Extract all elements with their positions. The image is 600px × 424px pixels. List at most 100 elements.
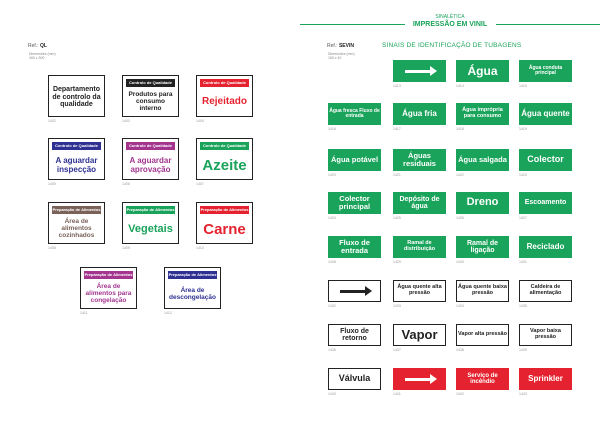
sign-code: 1432 xyxy=(328,304,336,308)
header-category: SINALÉTICA xyxy=(435,14,465,20)
arrow-right-icon xyxy=(404,373,437,384)
sign-1427: Escoamento xyxy=(519,192,572,214)
sign-1428: Fluxo de entrada xyxy=(328,236,381,258)
sign-header: Controlo de Qualidade xyxy=(126,79,175,87)
sign-1417: Água fria xyxy=(393,103,446,125)
sign-1415: Água conduta principal xyxy=(519,60,572,82)
sign-code: 1410 xyxy=(196,246,204,250)
sign-text: Águas residuais xyxy=(403,151,436,168)
arrow-right-icon xyxy=(404,65,437,76)
sign-text: Depósito de água xyxy=(399,195,440,210)
sign-code: 1416 xyxy=(328,127,336,131)
ref-code: SEVIN xyxy=(338,43,354,49)
sign-code: 1420 xyxy=(328,173,336,177)
sign-code: 1417 xyxy=(393,127,401,131)
sign-text: Água quente baixa pressão xyxy=(458,284,507,296)
sign-1414: Água xyxy=(456,60,509,82)
sign-code: 1411 xyxy=(80,311,88,315)
sign-1440: Válvula xyxy=(328,368,381,390)
sign-code: 1426 xyxy=(456,216,464,220)
sign-text: Serviço de incêndio xyxy=(467,372,498,385)
sign-text: Colector xyxy=(527,154,564,165)
sign-code: 1433 xyxy=(393,304,401,308)
sign-code: 1434 xyxy=(456,304,464,308)
sign-header: Preparação de Alimentos xyxy=(200,206,249,214)
left-ref: Ref.: QL xyxy=(28,43,47,49)
sign-1420: Água potável xyxy=(328,149,381,171)
sign-1443: Sprinkler xyxy=(519,368,572,390)
sign-1426: Dreno xyxy=(456,192,509,214)
arrow-right-icon xyxy=(339,285,372,296)
header-rule-left xyxy=(300,24,405,25)
sign-1419: Água quente xyxy=(519,103,572,125)
sign-text: Válvula xyxy=(338,373,371,384)
sign-code: 1406 xyxy=(122,182,130,186)
sign-header: Preparação de Alimentos xyxy=(168,271,217,279)
arrow-sign-1441 xyxy=(393,368,446,390)
sign-header: Controlo de Qualidade xyxy=(200,142,249,150)
sign-header: Controlo de Qualidade xyxy=(200,79,249,87)
sign-text: Água quente alta pressão xyxy=(397,284,442,296)
sign-text: Rejeitado xyxy=(201,96,247,108)
sign-code: 1428 xyxy=(328,260,336,264)
sign-1418: Água imprópria para consumo xyxy=(456,103,509,125)
sign-code: 1436 xyxy=(328,348,336,352)
sign-text: Departamento de controlo da qualidade xyxy=(52,86,101,109)
sign-code: 1427 xyxy=(519,216,527,220)
sign-code: 1440 xyxy=(328,392,336,396)
sign-1442: Serviço de incêndio xyxy=(456,368,509,390)
sign-header: Preparação de Alimentos xyxy=(84,271,133,279)
sign-1435: Caldeira de alimentação xyxy=(519,280,572,302)
sign-1430: Ramal de ligação xyxy=(456,236,509,258)
sign-code: 1413 xyxy=(393,84,401,88)
sign-1431: Reciclado xyxy=(519,236,572,258)
sign-text: A aguardar aprovação xyxy=(129,156,172,174)
sign-text: Ramal de distribuição xyxy=(403,240,436,252)
right-dimensions: Dimensões (mm)150 x 40 xyxy=(328,52,355,60)
sign-text: Vapor alta pressão xyxy=(458,331,507,338)
sign-code: 1405 xyxy=(48,182,56,186)
sign-code: 1431 xyxy=(519,260,527,264)
sign-text: Água fresca Fluxo de entrada xyxy=(329,107,380,119)
sign-code: 1435 xyxy=(519,304,527,308)
sign-text: Reciclado xyxy=(526,241,565,251)
sign-code: 1421 xyxy=(393,173,401,177)
sign-text: Área de alimentos cozinhados xyxy=(58,218,95,239)
sign-text: Ramal de ligação xyxy=(466,239,499,254)
sign-text: Escoamento xyxy=(524,199,567,207)
sign-1422: Água salgada xyxy=(456,149,509,171)
ref-code: QL xyxy=(39,43,47,49)
sign-text: Água imprópria para consumo xyxy=(462,107,503,119)
sign-code: 1425 xyxy=(393,216,401,220)
dim-value: 150 x 40 xyxy=(328,56,342,60)
sign-code: 1439 xyxy=(519,348,527,352)
sign-code: 1424 xyxy=(328,216,336,220)
sign-1421: Águas residuais xyxy=(393,149,446,171)
sign-code: 1437 xyxy=(393,348,401,352)
sign-1433: Água quente alta pressão xyxy=(393,280,446,302)
sign-code: 1402 xyxy=(48,119,56,123)
ref-label: Ref.: xyxy=(28,43,39,49)
sign-code: 1414 xyxy=(456,84,464,88)
sign-1439: Vapor baixa pressão xyxy=(519,324,572,346)
sign-1437: Vapor xyxy=(393,324,446,346)
sign-1425: Depósito de água xyxy=(393,192,446,214)
sign-text: Água xyxy=(467,63,498,78)
sign-text: Produtos para consumo interno xyxy=(128,91,173,112)
sign-header: Controlo de Qualidade xyxy=(52,142,101,150)
sign-text: Água quente xyxy=(521,108,570,118)
dim-label: Dimensões (mm) xyxy=(328,52,355,56)
sign-1429: Ramal de distribuição xyxy=(393,236,446,258)
sign-text: Vapor xyxy=(401,327,438,343)
sign-text: Área de descongelação xyxy=(169,286,216,301)
ref-label: Ref.: xyxy=(327,43,338,49)
sign-code: 1430 xyxy=(456,260,464,264)
